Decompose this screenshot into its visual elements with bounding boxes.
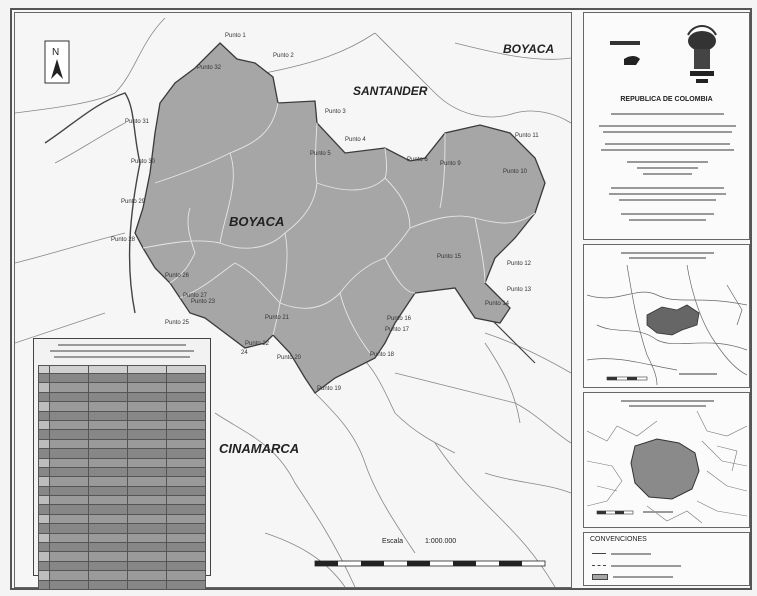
coordinates-table-box <box>33 338 211 591</box>
point-label: Punto 19 <box>317 386 342 392</box>
map-canvas: BOYACA SANTANDER BOYACA CINAMARCA Punto … <box>15 17 571 587</box>
point-label: Punto 11 <box>515 133 539 139</box>
point-label: Punto 4 <box>345 137 366 143</box>
coordinates-table <box>38 365 206 591</box>
point-label: Punto 22 <box>245 341 270 347</box>
north-arrow-letter: N <box>52 47 59 58</box>
municipality-lines <box>142 102 536 354</box>
area-symbol-icon <box>592 574 608 580</box>
point-label: Punto 27 <box>183 293 208 299</box>
coat-of-arms-icon <box>687 25 717 83</box>
title-block: REPUBLICA DE COLOMBIA <box>583 12 750 240</box>
north-arrow: N <box>44 40 70 84</box>
line-symbol-icon <box>592 553 606 555</box>
point-label: Punto 17 <box>385 327 410 333</box>
convention-item <box>592 574 674 580</box>
point-label: Punto 9 <box>440 161 461 167</box>
conventions-box: CONVENCIONES <box>583 532 750 586</box>
point-label: Punto 26 <box>165 273 190 279</box>
point-label: Punto 10 <box>503 169 528 175</box>
point-label: Punto 2 <box>273 53 294 59</box>
republic-title: REPUBLICA DE COLOMBIA <box>620 96 713 103</box>
table-caption <box>38 342 206 364</box>
point-label: Punto 29 <box>121 199 146 205</box>
point-label: Punto 5 <box>310 151 331 157</box>
point-label: Punto 21 <box>265 315 290 321</box>
dept-label-santander: SANTANDER <box>353 84 428 98</box>
convention-item <box>592 563 682 568</box>
point-label: Punto 12 <box>507 261 532 267</box>
point-label: Punto 25 <box>165 320 190 326</box>
dashed-line-symbol-icon <box>592 565 606 567</box>
convention-item <box>592 551 652 556</box>
locator-map-1 <box>583 244 750 388</box>
point-label: Punto 31 <box>125 119 150 125</box>
locator-2-canvas <box>587 411 747 524</box>
point-label: Punto 14 <box>485 301 510 307</box>
west-boundary <box>44 92 141 314</box>
side-panel: REPUBLICA DE COLOMBIA <box>583 12 750 586</box>
study-region <box>134 42 546 394</box>
scale-label: Escala <box>382 538 403 545</box>
dept-label-boyaca-north: BOYACA <box>503 42 554 56</box>
institution-logo-icon <box>610 41 640 45</box>
scale-bar <box>314 560 546 567</box>
logos <box>610 25 717 83</box>
point-label: Punto 16 <box>387 316 412 322</box>
locator-1-caption <box>621 252 714 259</box>
table-caption-lines <box>50 344 194 358</box>
locator-2-caption <box>621 400 714 407</box>
locator-1-canvas <box>587 265 747 385</box>
point-label: Punto 3 <box>325 109 346 115</box>
point-label: Punto 13 <box>507 287 532 293</box>
point-labels: Punto 1 Punto 2 Punto 3 Punto 4 Punto 5 … <box>111 33 539 392</box>
dept-label-boyaca: BOYACA <box>229 214 284 229</box>
point-label: Punto 23 <box>191 299 216 305</box>
point-label: Punto 32 <box>197 65 222 71</box>
point-label: Punto 20 <box>277 355 302 361</box>
conventions-title: CONVENCIONES <box>590 536 647 543</box>
point-label: Punto 6 <box>407 157 428 163</box>
point-label: Punto 30 <box>131 159 156 165</box>
title-text-lines <box>599 113 736 221</box>
point-label: Punto 18 <box>370 352 395 358</box>
ministry-logo-icon <box>624 56 640 65</box>
locator-map-2 <box>583 392 750 528</box>
point-label: Punto 28 <box>111 237 136 243</box>
dept-label-cundinamarca: CINAMARCA <box>219 441 299 456</box>
scale-value: 1:000.000 <box>425 538 456 545</box>
locator-1-region <box>646 304 700 336</box>
region-polygon <box>134 42 546 394</box>
locator-2-region <box>630 438 700 500</box>
point-label: 24 <box>241 350 248 356</box>
point-label: Punto 15 <box>437 254 462 260</box>
point-label: Punto 1 <box>225 33 246 39</box>
north-arrow-icon <box>51 59 63 79</box>
